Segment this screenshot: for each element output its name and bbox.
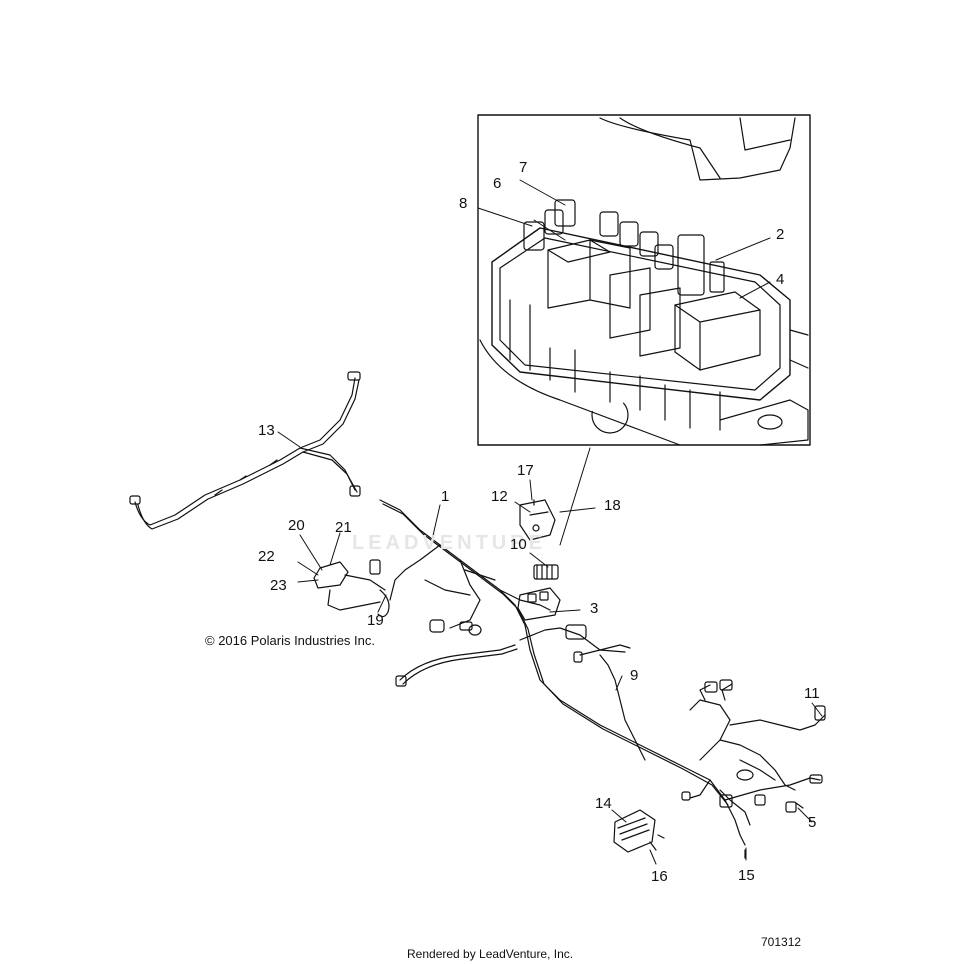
bracket-12 <box>519 499 556 541</box>
callout-13: 13 <box>258 422 275 439</box>
callout-17: 17 <box>517 462 534 479</box>
leader-lines <box>277 179 823 865</box>
callout-14: 14 <box>595 795 612 812</box>
callout-11: 11 <box>804 685 820 702</box>
callout-12: 12 <box>491 488 508 505</box>
diagram-number: 701312 <box>761 935 802 949</box>
callout-8: 8 <box>459 195 468 212</box>
main-harness-1 <box>379 499 729 806</box>
callout-21: 21 <box>335 519 352 536</box>
detail-inset <box>477 114 811 446</box>
fuse-block-10 <box>533 564 559 580</box>
callout-9: 9 <box>630 667 639 684</box>
callout-4: 4 <box>776 271 785 288</box>
callout-16: 16 <box>651 868 668 885</box>
callout-5: 5 <box>808 814 817 831</box>
callout-1: 1 <box>441 488 450 505</box>
harness-branch-13 <box>129 371 361 530</box>
rendered-by-text: Rendered by LeadVenture, Inc. <box>407 947 574 961</box>
watermark-text: LEADVENTURE <box>352 532 547 554</box>
right-harness-cluster <box>689 679 826 846</box>
relay-block-3 <box>517 587 561 621</box>
fuse-group <box>523 199 725 296</box>
harness-9 <box>599 654 646 761</box>
callout-7: 7 <box>519 159 528 176</box>
callout-18: 18 <box>604 497 621 514</box>
callout-10: 10 <box>510 536 527 553</box>
callout-15: 15 <box>738 867 755 884</box>
callout-23: 23 <box>270 577 287 594</box>
callout-19: 19 <box>367 612 384 629</box>
copyright-text: © 2016 Polaris Industries Inc. <box>205 633 375 648</box>
callout-20: 20 <box>288 517 305 534</box>
module-14 <box>613 809 656 853</box>
callout-6: 6 <box>493 175 502 192</box>
callout-2: 2 <box>776 226 785 243</box>
relay-group <box>547 239 761 371</box>
module-20-23 <box>313 559 390 618</box>
callout-3: 3 <box>590 600 599 617</box>
callout-22: 22 <box>258 548 275 565</box>
